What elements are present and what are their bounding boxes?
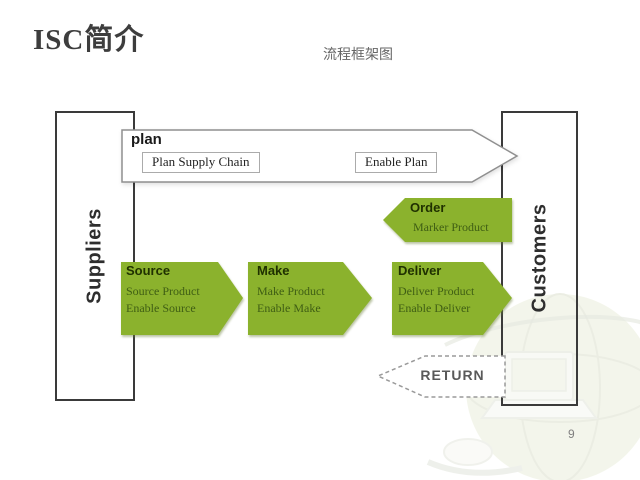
return-arrow-label: RETURN [420,367,485,383]
order-arrow-line: Marker Product [413,220,489,234]
order-arrow-title: Order [410,200,446,215]
order-arrow [383,198,512,242]
enable-plan-box: Enable Plan [355,152,438,173]
source-arrow [121,262,243,335]
deliver-arrow [392,262,512,335]
suppliers-box [55,111,135,401]
page-number: 9 [568,427,575,441]
deliver-arrow-title: Deliver [398,263,442,278]
make-arrow-line-1: Make Product [257,284,325,298]
customers-box [501,111,578,406]
make-arrow-title: Make [257,263,290,278]
source-arrow-title: Source [126,263,171,278]
source-arrow-line-2: Enable Source [126,301,196,315]
make-arrow [248,262,372,335]
slide-title: ISC简介 [33,24,145,56]
plan-label: plan [131,131,162,148]
return-arrow [376,355,506,398]
deliver-arrow-line-1: Deliver Product [398,284,475,298]
slide-subtitle: 流程框架图 [323,48,393,63]
customers-label: Customers [528,203,551,313]
make-arrow-line-2: Enable Make [257,301,321,315]
deliver-arrow-line-2: Enable Deliver [398,301,471,315]
plan-supply-chain-box: Plan Supply Chain [142,152,260,173]
source-arrow-line-1: Source Product [126,284,200,298]
suppliers-label: Suppliers [83,208,106,304]
